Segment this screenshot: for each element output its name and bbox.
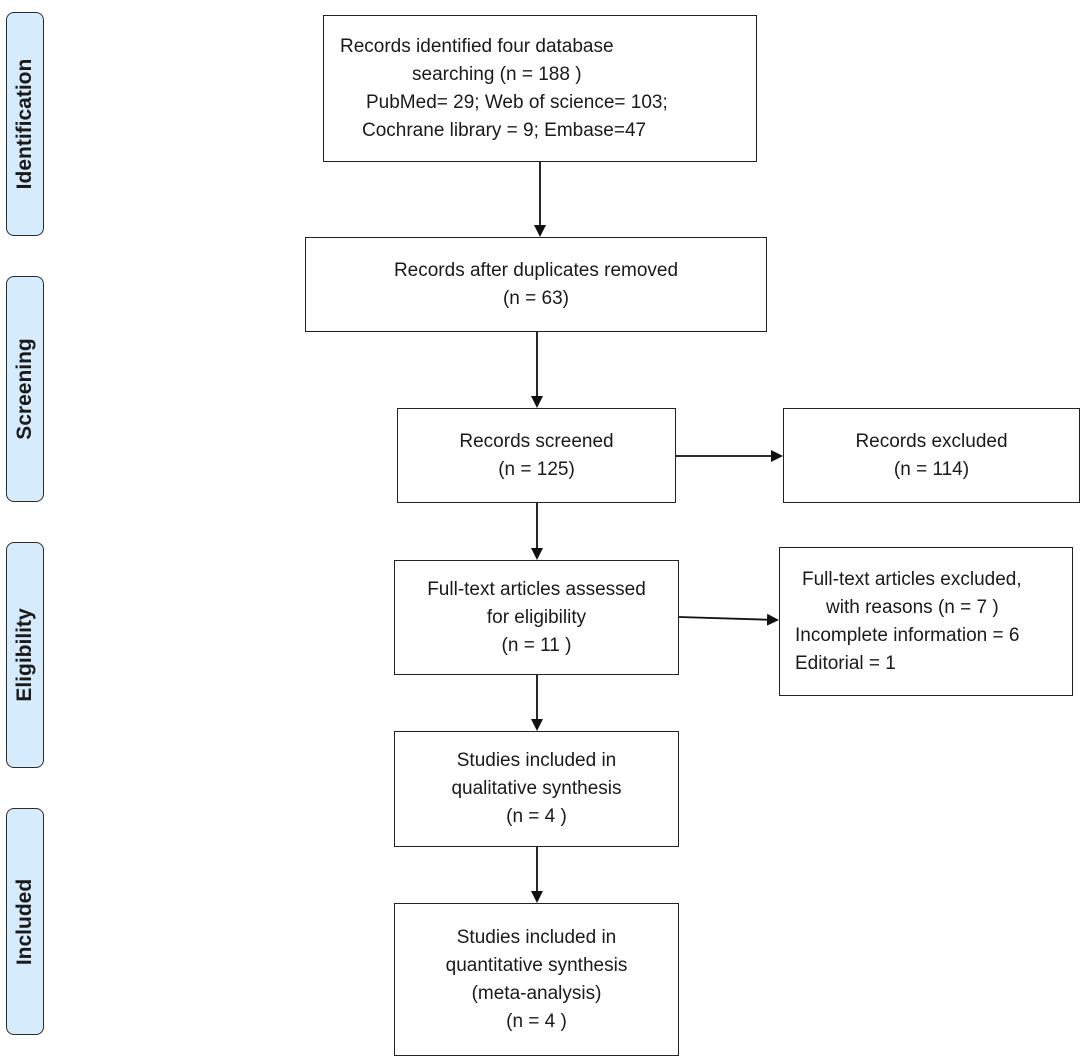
box-line: searching (n = 188 ) [412, 63, 582, 85]
box-line: Records after duplicates removed [393, 259, 679, 281]
box-qualitative-synthesis: Studies included in qualitative synthesi… [394, 731, 679, 847]
box-line: Records excluded [855, 430, 1008, 452]
box-line: Records identified four database [340, 35, 614, 57]
box-line: Full-text articles excluded, [802, 568, 1022, 590]
box-line: Cochrane library = 9; Embase=47 [362, 119, 647, 141]
arrow-fulltext-to-excluded [678, 613, 779, 626]
box-line: qualitative synthesis [451, 778, 622, 799]
box-line: (n = 11 ) [501, 634, 572, 656]
phase-included: Included [6, 808, 44, 1035]
box-line: for eligibility [486, 606, 587, 628]
box-line: Studies included in [456, 926, 617, 948]
phase-eligibility: Eligibility [6, 542, 44, 768]
phase-screening: Screening [6, 276, 44, 502]
box-line: (meta-analysis) [471, 982, 602, 1004]
box-line: quantitative synthesis [445, 954, 628, 976]
box-records-identified: Records identified four database searchi… [323, 15, 757, 162]
box-line: (n = 114) [893, 458, 970, 480]
box-fulltext-excluded: Full-text articles excluded, with reason… [779, 547, 1073, 696]
box-line: Full-text articles assessed [427, 578, 646, 600]
box-duplicates-removed: Records after duplicates removed (n = 63… [305, 237, 767, 332]
box-line: (n = 4 ) [506, 806, 567, 827]
box-line: PubMed= 29; Web of science= 103; [366, 91, 668, 113]
box-records-screened: Records screened (n = 125) [397, 408, 676, 503]
box-line: Studies included in [456, 750, 617, 771]
box-quantitative-synthesis: Studies included in quantitative synthes… [394, 903, 679, 1056]
box-line: with reasons (n = 7 ) [826, 596, 999, 618]
box-line: (n = 125) [498, 458, 575, 480]
box-fulltext-assessed: Full-text articles assessed for eligibil… [394, 560, 679, 675]
box-line: (n = 4 ) [506, 1010, 567, 1032]
box-line: (n = 63) [502, 287, 569, 309]
box-line: Editorial = 1 [795, 652, 896, 674]
box-line: Incomplete information = 6 [795, 624, 1020, 646]
box-line: Records screened [459, 430, 614, 452]
phase-identification: Identification [6, 12, 44, 236]
box-records-excluded: Records excluded (n = 114) [783, 408, 1080, 503]
